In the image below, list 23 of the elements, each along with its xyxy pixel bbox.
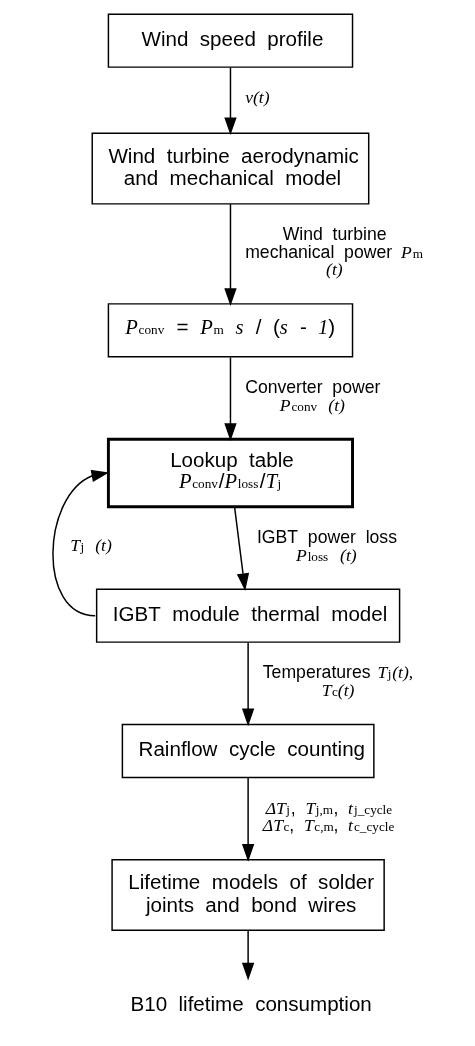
edge-label: Converter power Pconv (t) bbox=[244, 377, 380, 415]
node-box: Rainflow cycle counting bbox=[121, 723, 375, 779]
node-box: Pconv = Pm s / (s - 1) bbox=[107, 303, 353, 358]
arrow bbox=[223, 203, 237, 306]
arrow bbox=[241, 929, 254, 981]
edge-label: IGBT power loss Ploss (t) bbox=[256, 527, 397, 565]
edge-label: ΔTj, Tj,m, tj_cycle ΔTc, Tc,m, tc_cycle bbox=[262, 797, 394, 836]
arrow bbox=[241, 776, 254, 862]
node-box: Wind turbine aerodynamic and mechanical model bbox=[91, 132, 369, 205]
arrow bbox=[223, 66, 237, 136]
edge-label: v(t) bbox=[244, 87, 270, 108]
arrow bbox=[223, 356, 237, 441]
node-box: Wind speed profile bbox=[107, 13, 353, 68]
edge-label: Wind turbine mechanical power Pm (t) bbox=[244, 224, 423, 280]
node-text: B10 lifetime consumption bbox=[129, 991, 372, 1015]
edge-label: Temperatures Tj(t), Tc(t) bbox=[262, 662, 413, 700]
node-box: Lookup table Pconv/Ploss/Tj bbox=[106, 437, 354, 509]
edge-label: Tj (t) bbox=[69, 535, 112, 556]
arrow bbox=[233, 506, 249, 592]
arrow bbox=[51, 469, 109, 617]
node-box: Lifetime models of solder joints and bond wires bbox=[110, 859, 385, 932]
node-box: IGBT module thermal model bbox=[95, 588, 400, 643]
arrow bbox=[241, 641, 254, 727]
